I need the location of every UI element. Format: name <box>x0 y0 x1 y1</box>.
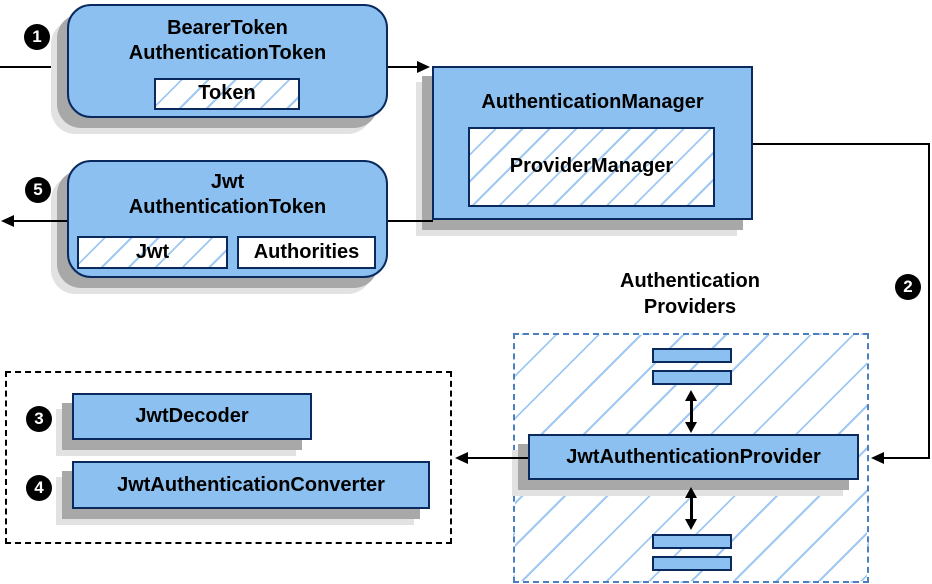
provider-placeholder-bar <box>652 348 732 363</box>
bearer-to-manager-line <box>388 66 419 68</box>
provider-to-decoder-arrowhead <box>455 452 468 464</box>
provider-to-decoder-line <box>468 457 528 459</box>
authentication-providers-label-line2: Providers <box>643 296 737 318</box>
provider-manager-chip: ProviderManager <box>468 127 715 207</box>
outgoing-response-line <box>12 220 67 222</box>
providers-bottom-double-arrow <box>685 487 697 530</box>
outgoing-response-arrowhead <box>1 215 14 227</box>
authentication-providers-label: Authentication Providers <box>565 268 815 320</box>
decoder-converter-group-box <box>5 371 452 544</box>
manager-to-provider-line-vertical <box>928 143 930 459</box>
manager-to-provider-line-bottom <box>883 457 930 459</box>
bearer-to-manager-arrowhead <box>417 61 430 73</box>
step-3-badge: 3 <box>26 406 52 432</box>
manager-to-provider-line-top <box>753 143 930 145</box>
provider-placeholder-bar <box>652 534 732 549</box>
manager-to-provider-arrowhead <box>871 452 884 464</box>
incoming-request-line <box>0 66 67 68</box>
jwt-decoder-label: JwtDecoder <box>135 405 249 427</box>
provider-placeholder-bar <box>652 370 732 385</box>
manager-to-jwt-token-line <box>388 220 433 222</box>
step-1-badge: 1 <box>24 24 50 50</box>
jwt-authentication-converter-label: JwtAuthenticationConverter <box>117 474 385 496</box>
bearer-token-title-line1: BearerToken <box>167 17 288 39</box>
jwt-authentication-converter-node: JwtAuthenticationConverter <box>72 461 430 509</box>
jwt-token-title-line2: AuthenticationToken <box>128 196 327 218</box>
bearer-token-title-line2: AuthenticationToken <box>128 42 327 64</box>
jwt-authentication-provider-node: JwtAuthenticationProvider <box>528 434 859 480</box>
jwt-authentication-provider-label: JwtAuthenticationProvider <box>566 446 821 468</box>
step-5-badge: 5 <box>25 177 51 203</box>
authentication-providers-label-line1: Authentication <box>620 270 760 292</box>
token-chip: Token <box>154 78 300 110</box>
authorities-chip: Authorities <box>237 236 376 269</box>
authentication-manager-title: AuthenticationManager <box>481 91 704 113</box>
providers-top-double-arrow <box>685 390 697 433</box>
provider-placeholder-bar <box>652 556 732 571</box>
jwt-token-title-line1: Jwt <box>210 171 245 193</box>
step-2-badge: 2 <box>895 274 921 300</box>
jwt-decoder-node: JwtDecoder <box>72 393 312 440</box>
step-4-badge: 4 <box>26 475 52 501</box>
jwt-chip: Jwt <box>77 236 228 269</box>
